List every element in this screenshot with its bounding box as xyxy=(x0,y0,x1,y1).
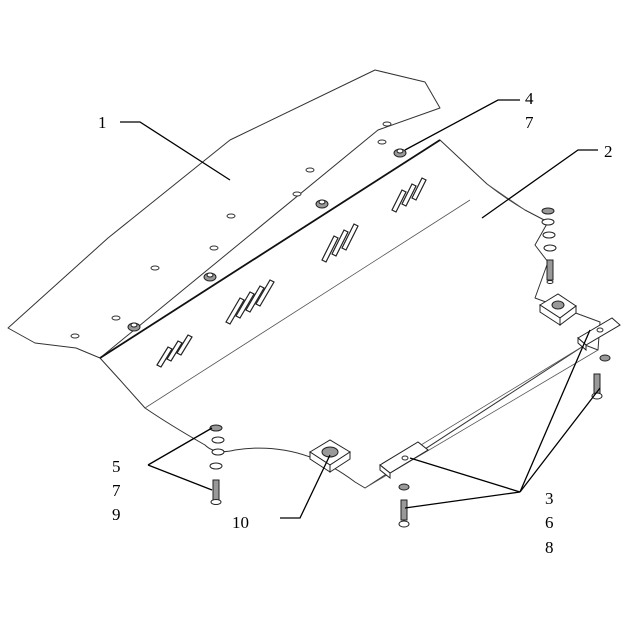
seam-nuts xyxy=(127,148,407,332)
callout-10: 10 xyxy=(232,513,249,532)
callout-9: 9 xyxy=(112,505,121,524)
nut-icon xyxy=(393,148,407,158)
bolt-icon-rear xyxy=(591,354,611,400)
callout-8: 8 xyxy=(545,538,554,557)
left-hardware-stack xyxy=(209,424,225,505)
callout-6: 6 xyxy=(545,513,554,532)
part-3-bracket-front xyxy=(379,441,429,480)
callout-7-top: 7 xyxy=(525,113,534,132)
right-hardware-stack xyxy=(541,207,557,284)
slot-group-3 xyxy=(321,223,359,263)
part-3-bracket-rear xyxy=(577,317,621,352)
nut-icon xyxy=(315,199,329,209)
callout-4: 4 xyxy=(525,89,534,108)
callout-3: 3 xyxy=(545,489,554,508)
bolt-icon-front xyxy=(398,483,410,528)
slot-group-2 xyxy=(225,279,275,325)
nut-icon xyxy=(127,322,141,332)
upper-plate-slots xyxy=(70,121,392,339)
slot-group-4 xyxy=(391,177,427,213)
callout-2: 2 xyxy=(604,142,613,161)
callout-5: 5 xyxy=(112,457,121,476)
leader-lines xyxy=(120,99,601,519)
skid-plate-slot-groups xyxy=(156,177,427,368)
nut-icon xyxy=(203,272,217,282)
cage-nut-bracket-right xyxy=(539,293,577,326)
slot-group-1 xyxy=(156,334,193,368)
callout-labels: 1 2 4 7 5 7 9 10 3 6 8 xyxy=(98,89,613,557)
callout-7-left: 7 xyxy=(112,481,121,500)
callout-1: 1 xyxy=(98,113,107,132)
part-1-upper-plate xyxy=(7,69,441,359)
